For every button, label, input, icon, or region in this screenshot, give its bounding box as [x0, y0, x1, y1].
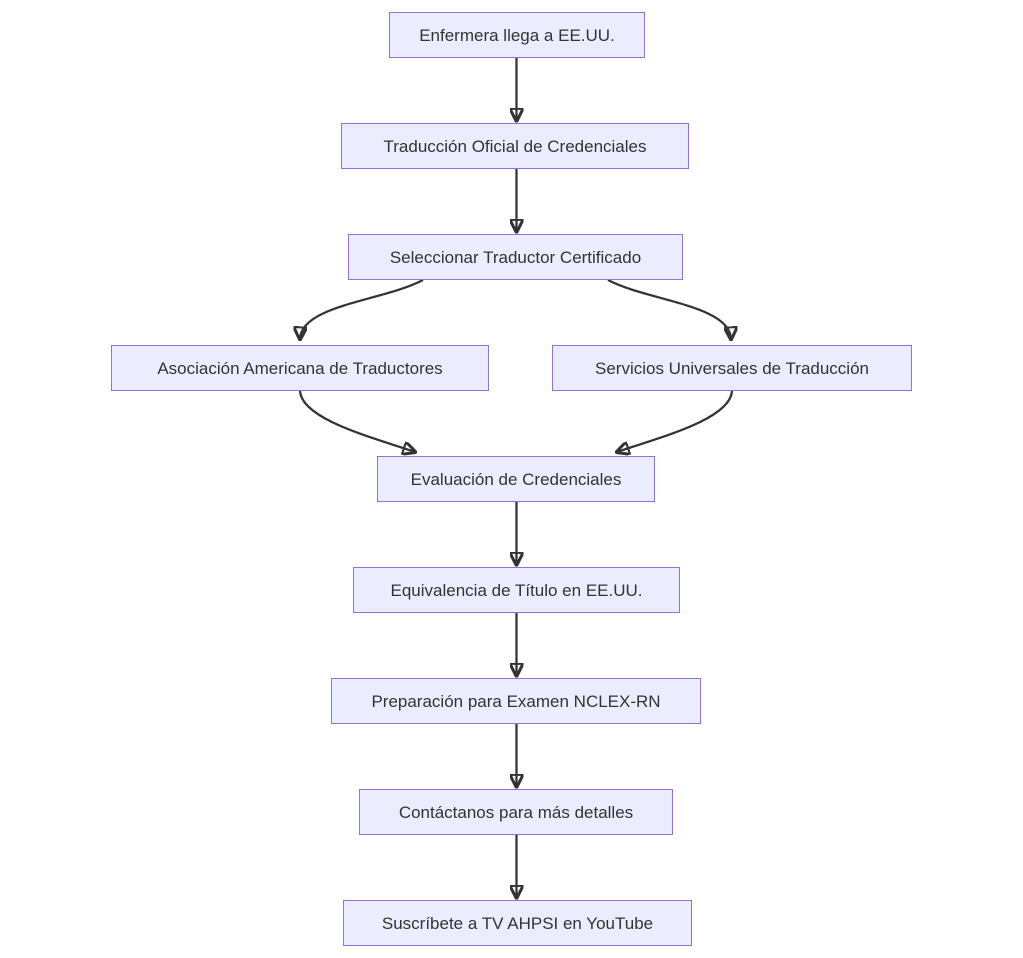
node-servicios-universales: Servicios Universales de Traducción: [552, 345, 912, 391]
node-traduccion-oficial: Traducción Oficial de Credenciales: [341, 123, 689, 169]
node-equivalencia-titulo: Equivalencia de Título en EE.UU.: [353, 567, 680, 613]
node-suscribete-youtube: Suscríbete a TV AHPSI en YouTube: [343, 900, 692, 946]
edge-servicios-to-evaluacion: [617, 390, 734, 452]
node-preparacion-nclex: Preparación para Examen NCLEX-RN: [331, 678, 701, 724]
edge-asociacion-to-evaluacion: [298, 390, 415, 452]
node-contactanos: Contáctanos para más detalles: [359, 789, 673, 835]
edge-seleccionar-to-asociacion: [300, 279, 424, 339]
node-seleccionar-traductor: Seleccionar Traductor Certificado: [348, 234, 683, 280]
edge-seleccionar-to-servicios: [607, 279, 731, 339]
node-enfermera-llega-eeuu: Enfermera llega a EE.UU.: [389, 12, 645, 58]
node-evaluacion-credenciales: Evaluación de Credenciales: [377, 456, 655, 502]
node-asociacion-americana: Asociación Americana de Traductores: [111, 345, 489, 391]
